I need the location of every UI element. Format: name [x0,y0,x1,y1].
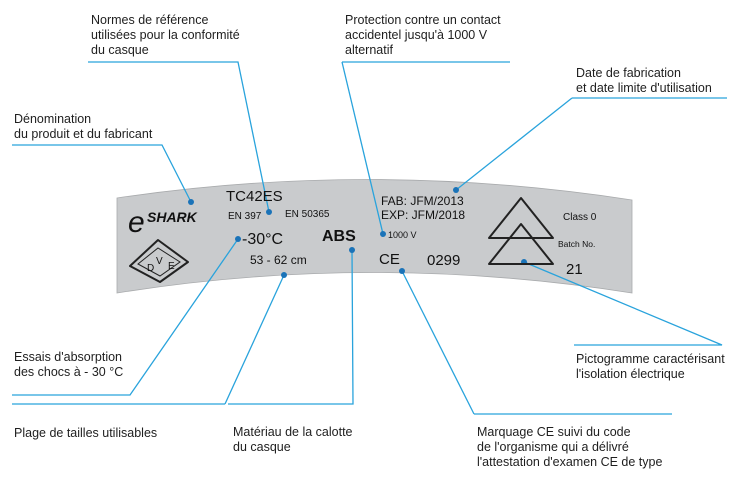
callout-denomination: Dénomination du produit et du fabricant [14,112,153,141]
callout-normes: Normes de référence utilisées pour la co… [91,13,240,57]
class-label: Class 0 [563,212,597,223]
leader-date-diag [455,97,573,191]
callout-plage: Plage de tailles utilisables [14,426,158,440]
callout-materiau: Matériau de la calotte du casque [233,425,353,454]
callout-essais: Essais d'absorption des chocs à - 30 °C [14,350,124,379]
double-triangle-icon [488,197,554,265]
leader-denomination [12,144,192,203]
size-range: 53 - 62 cm [250,253,307,267]
brand-logo: e SHARK [128,206,198,239]
brand-e: e [128,206,145,239]
leader-protection-diag [341,61,384,235]
leader-materiau [228,249,354,405]
ce-mark: CE [379,251,400,268]
dve-d: D [147,263,154,274]
leader-lines [12,61,727,415]
norm-en397: EN 397 [228,211,262,222]
dve-logo [129,239,189,283]
callout-date: Date de fabrication et date limite d'uti… [576,66,712,95]
exp-date: EXP: JFM/2018 [381,208,465,222]
leader-normes [88,61,270,213]
callout-pictogramme: Pictogramme caractérisant l'isolation él… [576,352,725,381]
ce-code: 0299 [427,252,460,269]
brand-shark: SHARK [147,209,198,225]
leader-pictogramme [523,261,723,346]
temp-rating: -30°C [242,231,283,248]
batch-number: 21 [566,261,583,278]
dve-e: E [168,261,175,272]
norm-en50365: EN 50365 [285,209,330,220]
leader-marquage-diag [401,270,475,415]
leader-plage-diag [224,274,285,405]
material: ABS [322,228,356,245]
callout-protection: Protection contre un contact accidentel … [345,13,501,57]
model-name: TC42ES [226,188,283,205]
leader-essais [12,238,239,396]
callout-marquage: Marquage CE suivi du code de l'organisme… [477,425,663,469]
batch-label: Batch No. [558,239,595,249]
fab-date: FAB: JFM/2013 [381,194,464,208]
dve-v: V [156,256,163,267]
voltage-rating: 1000 V [388,230,417,240]
